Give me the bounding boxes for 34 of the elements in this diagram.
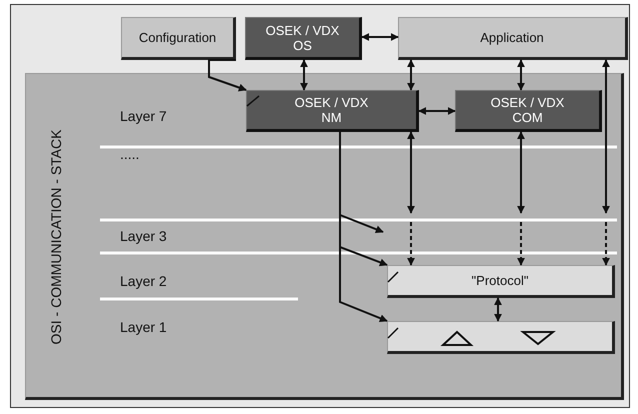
node-label: Configuration [138,30,216,45]
module-box [246,90,419,132]
arrow [407,222,415,266]
arrow [407,59,415,91]
arrow [517,222,525,266]
arrow [361,33,399,41]
layer-label: ..... [120,146,140,162]
layer-label: Layer 3 [120,228,167,244]
application-box [398,17,628,60]
config-box [121,17,236,60]
stack-panel [25,73,624,400]
module-box [245,17,362,60]
arrow [208,59,247,92]
layer-label: Layer 7 [120,108,167,124]
module-box [455,90,602,132]
protocol-box [387,265,615,298]
layer-label: Layer 1 [120,319,167,335]
arrow [602,59,610,214]
arrow [517,131,525,214]
arrow [407,131,415,214]
arrow [517,59,525,91]
node-label: OSEK / VDX COM [490,95,566,125]
arrow [418,107,456,115]
node-label: OSEK / VDX OS [264,22,340,52]
arrow [494,297,502,322]
physical-layer-box [387,321,615,354]
arrow [602,222,610,266]
arrow [339,132,388,322]
layer-label: Layer 2 [120,273,167,289]
stack-title: OSI - COMMUNICATION - STACK [47,128,65,346]
node-label: "Protocol" [472,273,528,288]
arrow [300,59,308,91]
node-label: OSEK / VDX NM [294,95,370,125]
node-label: Application [480,30,544,45]
